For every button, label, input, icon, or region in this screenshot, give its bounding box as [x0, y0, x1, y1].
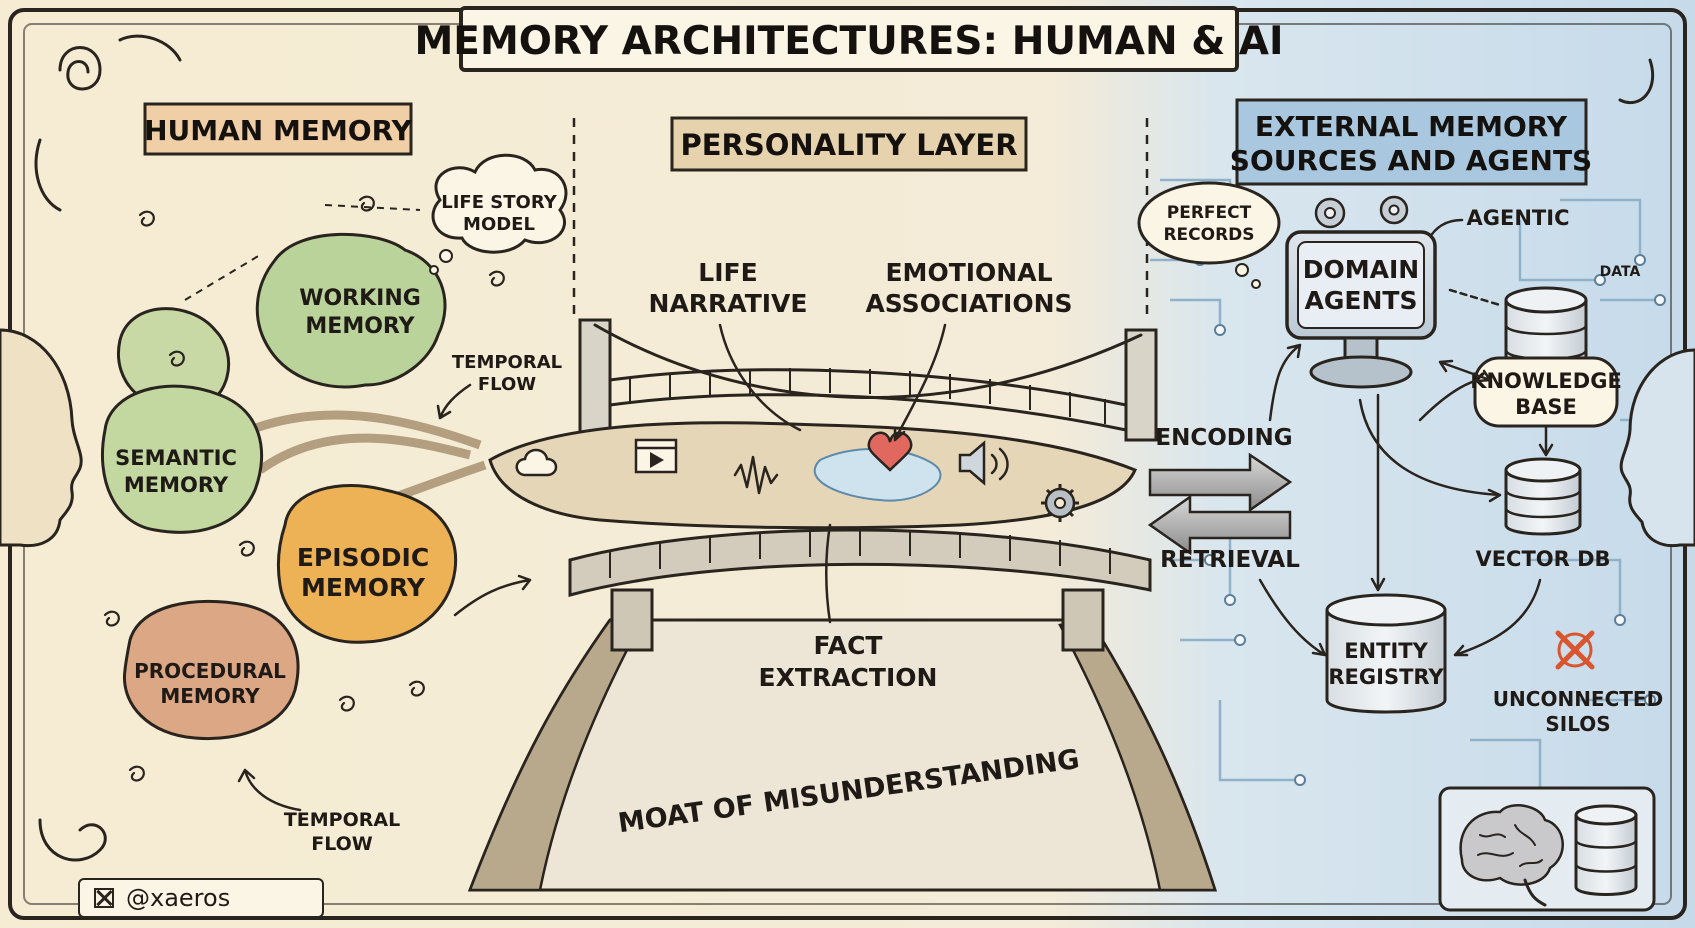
- bubble-dot-small: [1252, 280, 1260, 288]
- life-narrative-label-1: LIFE: [698, 258, 757, 287]
- cloud-bubble: [440, 250, 452, 262]
- cloud-bubble-small: [430, 266, 438, 274]
- working-memory-label-1: WORKING: [299, 286, 421, 311]
- data-label: DATA: [1600, 264, 1641, 280]
- lower-pillar-left: [612, 590, 652, 650]
- human-memory-header: HUMAN MEMORY: [144, 114, 413, 147]
- tower-left: [580, 320, 610, 440]
- emotional-associations-label-1: EMOTIONAL: [885, 258, 1052, 287]
- personality-layer-header: PERSONALITY LAYER: [680, 128, 1017, 162]
- temporal-flow-bottom-label-2: FLOW: [311, 833, 373, 855]
- author-credit[interactable]: @xaeros: [78, 878, 324, 918]
- working-memory-label-2: MEMORY: [305, 314, 415, 339]
- perfect-records-label-1: PERFECT: [1167, 203, 1252, 223]
- temporal-flow-top-label-1: TEMPORAL: [452, 352, 562, 373]
- procedural-memory-label-2: MEMORY: [160, 684, 260, 708]
- episodic-memory-label-1: EPISODIC: [297, 543, 429, 572]
- external-memory-header-line2: SOURCES AND AGENTS: [1230, 144, 1592, 177]
- title: MEMORY ARCHITECTURES: HUMAN & AI: [415, 19, 1284, 64]
- unconnected-silos-label-2: SILOS: [1545, 712, 1610, 736]
- film-clip-icon: [636, 440, 676, 472]
- fact-extraction-label-2: EXTRACTION: [759, 663, 938, 692]
- fact-extraction-label-1: FACT: [814, 631, 883, 660]
- database-icon: [1576, 806, 1636, 895]
- vector-db-cylinder: [1506, 459, 1580, 534]
- tower-right: [1126, 330, 1156, 440]
- knowledge-base-label-1: KNOWLEDGE: [1470, 369, 1622, 393]
- vector-db-label: VECTOR DB: [1475, 547, 1610, 571]
- life-story-model-label-1: LIFE STORY: [441, 192, 557, 213]
- episodic-memory-label-2: MEMORY: [301, 573, 426, 602]
- emotional-associations-label-2: ASSOCIATIONS: [865, 289, 1072, 318]
- unconnected-silos-label-1: UNCONNECTED: [1493, 687, 1663, 711]
- life-story-model-label-2: MODEL: [463, 214, 535, 235]
- semantic-memory-label-2: MEMORY: [124, 473, 229, 497]
- monitor-base: [1311, 357, 1411, 387]
- procedural-memory-label-1: PROCEDURAL: [134, 659, 286, 683]
- perfect-records-label-2: RECORDS: [1163, 225, 1254, 245]
- domain-agents-label-2: AGENTS: [1305, 286, 1418, 315]
- entity-registry-label-2: REGISTRY: [1328, 665, 1444, 689]
- perfect-records-bubble: [1139, 183, 1279, 263]
- bubble-dot: [1236, 264, 1248, 276]
- semantic-memory-label-1: SEMANTIC: [115, 446, 237, 470]
- retrieval-label: RETRIEVAL: [1160, 547, 1300, 573]
- agentic-label: AGENTIC: [1467, 206, 1570, 230]
- entity-registry-label-1: ENTITY: [1344, 639, 1428, 663]
- domain-agents-label-1: DOMAIN: [1303, 255, 1419, 284]
- x-logo-icon: [94, 888, 114, 908]
- author-handle: @xaeros: [126, 884, 230, 912]
- lower-pillar-right: [1063, 590, 1103, 650]
- temporal-flow-bottom-label-1: TEMPORAL: [284, 809, 400, 831]
- life-narrative-label-2: NARRATIVE: [649, 289, 808, 318]
- external-memory-header-line1: EXTERNAL MEMORY: [1255, 110, 1568, 143]
- knowledge-base-label-2: BASE: [1515, 395, 1577, 419]
- temporal-flow-top-label-2: FLOW: [478, 374, 536, 395]
- encoding-label: ENCODING: [1155, 425, 1292, 451]
